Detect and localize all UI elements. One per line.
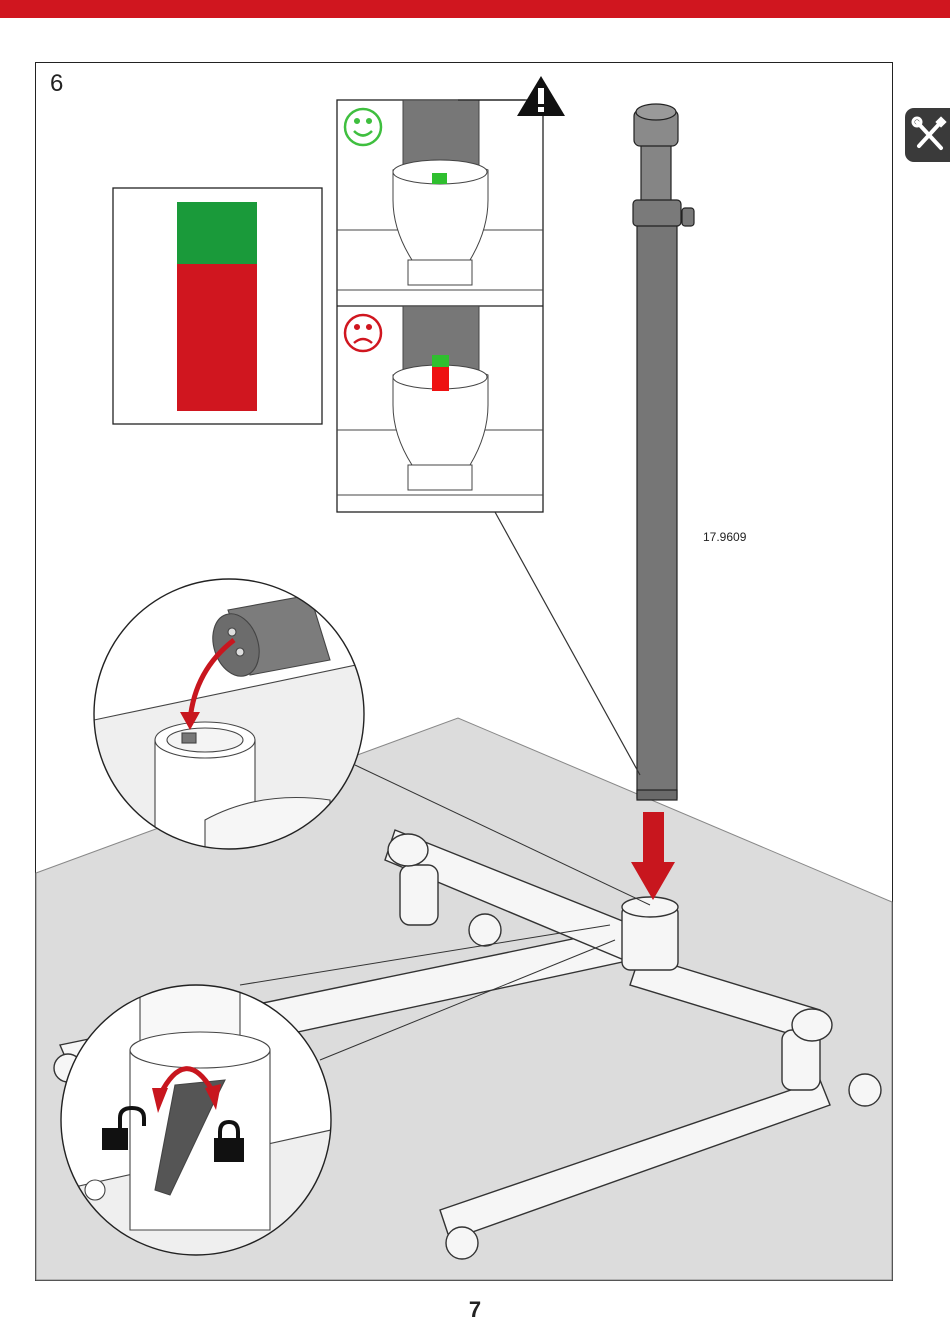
indicator-legend [113,188,322,424]
tools-tab [905,108,950,162]
telescopic-column [633,104,694,800]
legend-red-zone [177,264,257,411]
step-number: 6 [50,70,63,98]
legend-green-zone [177,202,257,264]
incorrect-indicator [432,367,449,391]
check-panels [337,76,565,512]
correct-indicator [432,173,447,184]
lock-lever-detail [61,985,331,1255]
tools-icon [905,108,950,162]
page-number: 7 [0,1297,950,1323]
callout-line [495,512,640,775]
part-number: 17.9609 [703,530,746,544]
